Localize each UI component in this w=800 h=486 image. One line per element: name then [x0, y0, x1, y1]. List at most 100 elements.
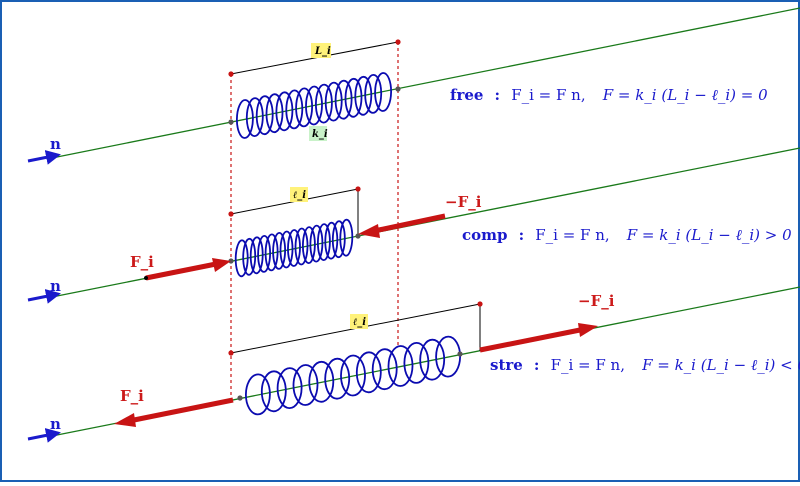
free-law-expr: F = k_i (L_i − ℓ_i) = 0	[602, 86, 768, 104]
comp-normal-label: n	[50, 277, 61, 295]
free-spring-turn	[324, 81, 343, 122]
stre-separator: :	[534, 356, 540, 374]
comp-spring-turn	[324, 221, 339, 260]
free-spring-turn	[275, 91, 294, 132]
free-spring-turn	[285, 89, 304, 130]
comp-right-force-shaft	[373, 213, 446, 234]
comp-law-expr: F = k_i (L_i − ℓ_i) > 0	[626, 226, 792, 244]
stre-spring-turn	[371, 348, 398, 391]
stre-normal-arrow	[27, 427, 61, 443]
free-spring-turn	[235, 99, 254, 139]
free-state-name: free	[450, 86, 483, 104]
free-spring-turn	[305, 85, 323, 126]
stre-length-label: ℓ_i	[353, 317, 366, 328]
stre-spring-coil	[244, 335, 462, 416]
stre-bracket-end-left	[228, 350, 234, 356]
free-force-expr: F_i = F n,	[511, 86, 585, 104]
comp-normal-arrow	[27, 288, 61, 304]
comp-spring-turn	[294, 227, 309, 266]
stre-spring-end-right	[457, 351, 463, 357]
comp-spring-end-right	[355, 233, 361, 239]
stre-left-force-label: F_i	[120, 387, 144, 405]
comp-spring-turn	[309, 224, 324, 263]
comp-spring-turn	[279, 230, 294, 269]
comp-left-force-tail	[144, 276, 148, 280]
comp-state-name: comp	[462, 226, 508, 244]
free-spring-turn	[364, 74, 383, 114]
stre-spring-turn	[419, 338, 446, 381]
free-spring-turn	[255, 95, 274, 136]
free-separator: :	[495, 86, 501, 104]
stre-spring-turn	[403, 342, 430, 384]
free-spring-turn	[314, 83, 333, 124]
comp-spring-turn	[339, 218, 354, 257]
stre-length-badge	[350, 314, 368, 329]
free-normal-arrow	[27, 149, 61, 165]
comp-spring-coil	[234, 218, 354, 278]
comp-bracket-end-left	[228, 211, 234, 217]
stre-normal-label: n	[50, 415, 61, 433]
stre-spring-turn	[292, 364, 319, 406]
comp-spring-turn	[316, 223, 331, 261]
comp-spring-turn	[331, 220, 346, 259]
free-equation: free : F_i = F n, F = k_i (L_i − ℓ_i) = …	[450, 85, 768, 104]
comp-spring-turn	[234, 239, 249, 278]
stre-law-expr: F = k_i (L_i − ℓ_i) < 0	[641, 356, 800, 374]
free-length-label: L_i	[314, 46, 331, 57]
comp-spring-turn	[264, 233, 279, 272]
comp-separator: :	[519, 226, 525, 244]
free-spring-turn	[245, 97, 264, 137]
comp-spring-turn	[287, 229, 301, 267]
row-comp: n ℓ_i F_i −F_i comp : F_i = F n, F = k_i…	[27, 147, 800, 304]
stre-spring-turn	[260, 370, 287, 413]
stre-right-force-label: −F_i	[578, 292, 615, 310]
stre-state-name: stre	[490, 356, 523, 374]
stre-spring-turn	[244, 373, 271, 416]
stre-spring-turn	[324, 357, 351, 400]
stre-bracket-end-right	[477, 301, 483, 307]
comp-spring-turn	[272, 232, 287, 270]
free-spring-end-right	[395, 86, 401, 92]
stre-spring-turn	[355, 351, 382, 394]
stre-left-force-shaft	[133, 397, 234, 423]
stre-spring-turn	[308, 360, 335, 403]
comp-bracket-end-right	[355, 186, 361, 192]
row-free: n L_i k_i free : F_i = F n, F = k_i (L_i…	[27, 7, 800, 165]
free-normal-label: n	[50, 135, 61, 153]
free-spring-end-left	[228, 119, 234, 125]
comp-equation: comp : F_i = F n, F = k_i (L_i − ℓ_i) > …	[462, 225, 792, 244]
stre-equation: stre : F_i = F n, F = k_i (L_i − ℓ_i) < …	[490, 355, 800, 374]
comp-length-badge	[290, 187, 308, 202]
stre-spring-turn	[387, 345, 414, 387]
comp-spring-turn	[242, 237, 257, 276]
stre-spring-turn	[340, 354, 366, 397]
comp-length-label: ℓ_i	[293, 190, 306, 201]
free-spring-turn	[265, 93, 284, 134]
comp-right-force-label: −F_i	[445, 193, 482, 211]
comp-spring-turn	[301, 226, 316, 264]
comp-spring-turn	[257, 235, 272, 273]
comp-force-expr: F_i = F n,	[535, 226, 609, 244]
row-stre: n ℓ_i F_i −F_i stre : F_i = F n, F = k_i…	[27, 286, 800, 443]
stre-spring-turn	[276, 367, 303, 409]
comp-right-force-head	[358, 224, 380, 238]
stre-spring-turn	[435, 335, 462, 378]
free-spring-turn	[374, 72, 393, 112]
free-spring-coil	[235, 72, 393, 139]
comp-spring-turn	[249, 236, 264, 275]
comp-left-force-label: F_i	[130, 253, 154, 271]
stre-right-force-head	[578, 323, 598, 337]
free-length-badge	[311, 43, 331, 58]
stre-force-expr: F_i = F n,	[551, 356, 625, 374]
free-spring-turn	[344, 77, 363, 118]
comp-left-force-shaft	[145, 261, 217, 281]
free-bracket-end-left	[228, 71, 234, 77]
stre-left-force-head	[114, 413, 136, 427]
stre-right-force-shaft	[479, 327, 581, 353]
free-spring-turn	[334, 79, 353, 120]
free-axis-line	[51, 7, 800, 159]
free-stiffness-badge	[309, 126, 327, 141]
comp-left-force-head	[212, 258, 231, 272]
